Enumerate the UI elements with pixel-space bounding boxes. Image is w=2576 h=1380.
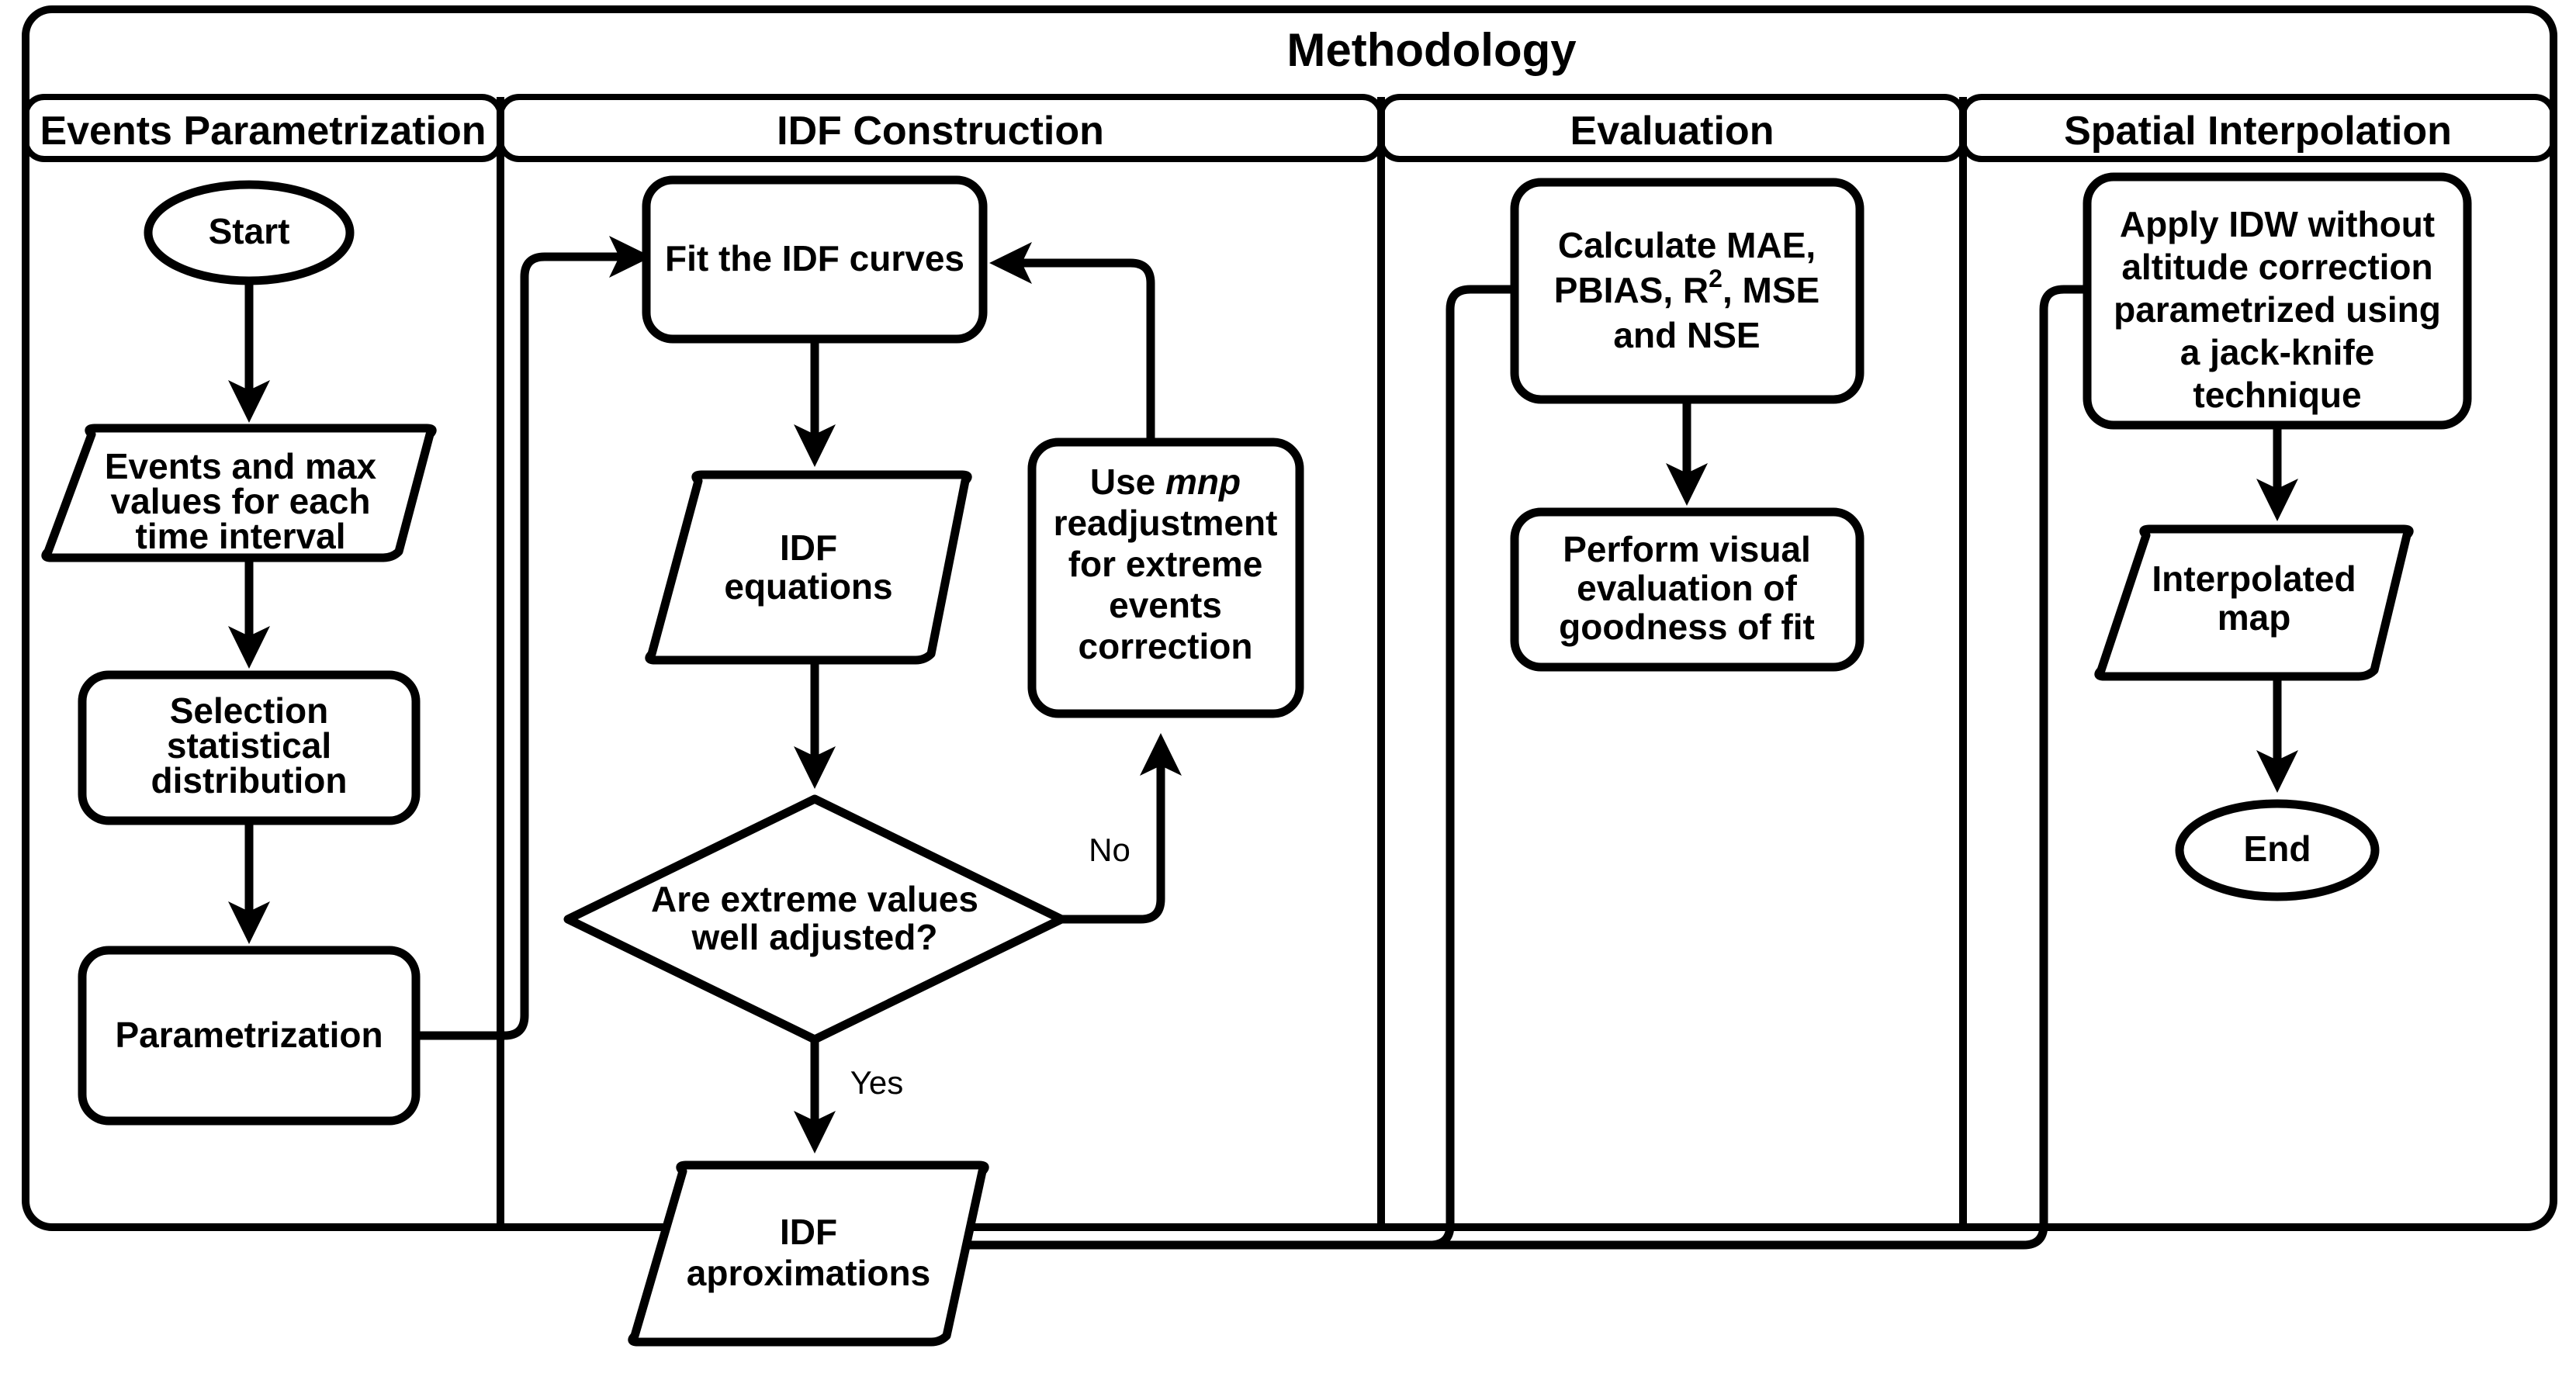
selection-line-3: distribution (151, 760, 348, 801)
edge-calc-metrics-to-visual-eval (1666, 399, 1708, 506)
edge-use-mnp-to-fit-idf (989, 242, 1155, 442)
edge-selection-to-parametrization (228, 821, 270, 944)
node-events-max[interactable]: Events and max values for each time inte… (41, 424, 437, 562)
node-idf-approx[interactable]: IDF aproximations (628, 1160, 989, 1347)
node-idf-equations[interactable]: IDF equations (645, 470, 972, 665)
calc-metrics-line-2: PBIAS, R2, MSE (1554, 265, 1819, 310)
node-use-mnp[interactable]: Use mnp readjustment for extreme events … (1027, 438, 1304, 718)
apply-idw-line-2: altitude correction (2121, 247, 2432, 287)
visual-eval-line-1: Perform visual (1563, 529, 1811, 569)
visual-eval-shape (1510, 507, 1864, 672)
node-start[interactable]: Start (144, 180, 355, 285)
selection-line-2: statistical (167, 725, 331, 766)
node-interp-map[interactable]: Interpolated map (2094, 524, 2414, 681)
edge-decision-yes: Yes (794, 1039, 903, 1153)
node-parametrization[interactable]: Parametrization (78, 946, 421, 1126)
idf-equations-line-1: IDF (780, 527, 837, 568)
visual-eval-line-2: evaluation of (1577, 568, 1797, 608)
end-terminator-shape (2175, 799, 2380, 901)
use-mnp-line-5: correction (1079, 626, 1253, 666)
events-max-parallelogram-shape (41, 424, 437, 562)
node-visual-eval[interactable]: Perform visual evaluation of goodness of… (1510, 507, 1864, 672)
edge-idf-approx-to-calc-metrics (966, 268, 1571, 1250)
edge-idf-approx-to-apply-idw (966, 268, 2157, 1250)
use-mnp-shape (1027, 438, 1304, 718)
use-mnp-line-4: events (1109, 585, 1222, 625)
node-fit-idf[interactable]: Fit the IDF curves (642, 175, 988, 344)
edge-events-max-to-selection (228, 558, 270, 669)
apply-idw-line-5: technique (2193, 375, 2361, 415)
edge-start-to-events-max (228, 281, 270, 423)
lane-headers: Events Parametrization IDF Construction … (23, 94, 2557, 162)
node-selection-distribution[interactable]: Selection statistical distribution (78, 670, 421, 825)
selection-line-1: Selection (170, 690, 329, 731)
events-max-line-2: values for each (111, 481, 371, 521)
idf-equations-line-2: equations (724, 566, 892, 607)
apply-idw-line-4: a jack-knife (2180, 332, 2375, 372)
lane-title-idf-construction: IDF Construction (777, 109, 1104, 154)
interp-map-parallelogram-shape (2094, 524, 2414, 681)
visual-eval-line-3: goodness of fit (1559, 607, 1815, 647)
edge-apply-idw-to-interp-map (2256, 425, 2298, 521)
node-end[interactable]: End (2175, 799, 2380, 901)
idf-equations-parallelogram-shape (645, 470, 972, 665)
edge-idf-equations-to-decision (794, 660, 836, 789)
node-calc-metrics[interactable]: Calculate MAE, PBIAS, R2, MSE and NSE (1510, 178, 1864, 404)
edge-decision-no: No (1061, 733, 1182, 924)
idf-approx-line-2: aproximations (687, 1253, 930, 1293)
lane-title-spatial-interpolation: Spatial Interpolation (2064, 109, 2452, 154)
end-label: End (2244, 828, 2311, 869)
idf-approx-parallelogram-shape (628, 1160, 989, 1347)
events-max-line-1: Events and max (105, 446, 377, 486)
lane-title-evaluation: Evaluation (1570, 109, 1774, 154)
edge-label-yes: Yes (850, 1064, 904, 1101)
edge-interp-map-to-end (2256, 676, 2298, 793)
use-mnp-line-3: for extreme (1068, 544, 1263, 584)
node-apply-idw[interactable]: Apply IDW without altitude correction pa… (2083, 172, 2472, 430)
extreme-decision-line-2: well adjusted? (691, 917, 938, 957)
edge-fit-idf-to-idf-equations (794, 339, 836, 467)
node-extreme-decision[interactable]: Are extreme values well adjusted? (563, 794, 1066, 1044)
parametrization-label: Parametrization (115, 1015, 383, 1055)
idf-approx-line-1: IDF (780, 1212, 837, 1252)
apply-idw-line-1: Apply IDW without (2120, 204, 2435, 244)
use-mnp-line-2: readjustment (1054, 503, 1278, 543)
diagram-outer-frame (22, 5, 2557, 1231)
calc-metrics-line-3: and NSE (1613, 315, 1760, 355)
calc-metrics-line-1: Calculate MAE, (1558, 225, 1816, 265)
edge-parametrization-to-fit-idf (416, 236, 652, 1040)
diagram-title: Methodology (1286, 24, 1577, 76)
fit-idf-label: Fit the IDF curves (665, 238, 964, 278)
events-max-line-3: time interval (136, 516, 346, 556)
apply-idw-line-3: parametrized using (2114, 289, 2441, 330)
lane-title-events-parametrization: Events Parametrization (40, 109, 486, 154)
interp-map-line-1: Interpolated (2152, 559, 2356, 599)
edge-label-no: No (1089, 832, 1130, 868)
use-mnp-line-1: Use mnp (1090, 462, 1241, 502)
interp-map-line-2: map (2218, 597, 2291, 638)
start-label: Start (209, 211, 290, 251)
extreme-decision-line-1: Are extreme values (651, 879, 978, 919)
